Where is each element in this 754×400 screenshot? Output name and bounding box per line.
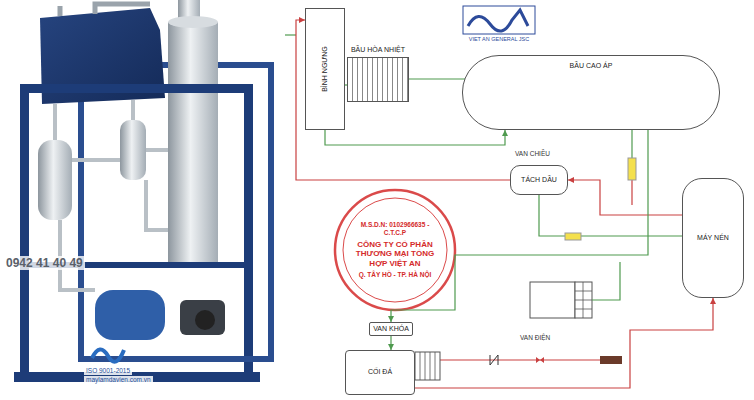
cylinder-cap (168, 16, 218, 28)
frame-post (268, 62, 274, 362)
pipe-line (631, 130, 632, 158)
logo-frame (463, 6, 535, 34)
stamp-text: CÔNG TY CỔ PHẦN THƯƠNG MẠI TỔNG HỢP VIỆT… (355, 240, 435, 269)
valve-symbol (536, 357, 544, 363)
component-name: VAN KHÓA (373, 325, 409, 333)
steel-cylinder (168, 22, 218, 267)
frame-post (20, 84, 29, 382)
component-name: TÁCH DẦU (521, 176, 557, 184)
stamp-ring (335, 190, 455, 310)
ice-drum: CỐI ĐÁ (345, 350, 415, 395)
pipe-line (631, 180, 632, 205)
pipe (60, 4, 150, 16)
frame-post (78, 62, 84, 362)
receiver-tank: BẦU CAO ÁP (462, 55, 720, 130)
component-name: BẦU HÒA NHIỆT (351, 46, 405, 54)
component-name: MÁY NÉN (697, 234, 729, 242)
pipe-line (592, 262, 620, 300)
shutoff-valve: VAN KHÓA (369, 322, 413, 336)
pipe-connector (568, 180, 682, 215)
cooling-fins (420, 352, 435, 380)
valve-label: VAN CHIỀU (515, 150, 550, 158)
drier-symbol (600, 356, 622, 364)
watermark-phone: 0942 41 40 49 (4, 256, 85, 270)
cooling-fins (415, 352, 440, 380)
pipe-line (285, 34, 296, 35)
pipe-line (406, 78, 465, 79)
pump (180, 300, 225, 335)
certificate-text: ISO 9001-2015 (84, 367, 132, 375)
filter-symbol (628, 158, 636, 180)
machine-photo (0, 0, 290, 400)
stamp-text: Q. TÂY HỒ - TP. HÀ NỘI (350, 271, 440, 279)
heat-exchanger: BẦU HÒA NHIỆT (347, 46, 409, 102)
condenser-tank: BÌNH NGƯNG (305, 8, 345, 130)
pipe-connector (325, 130, 505, 145)
valve-label: VAN ĐIỆN (520, 334, 550, 342)
pump-part (195, 310, 215, 330)
logo-mark (468, 10, 528, 31)
website-text: maylamdavien.com.vn (84, 376, 153, 384)
exchanger-body (347, 57, 409, 102)
steel-tank (120, 120, 146, 180)
blue-tank (95, 290, 165, 340)
exchanger-grid (575, 282, 592, 318)
frame-post (244, 84, 253, 382)
logo-text: VIET AN GENERAL JSC (458, 36, 540, 43)
compressor: MÁY NÉN (682, 178, 744, 298)
exchanger-box (530, 282, 575, 318)
steel-tank (38, 140, 72, 220)
check-valve-symbol (490, 355, 498, 365)
pipe-connector (391, 130, 648, 322)
component-name: CỐI ĐÁ (368, 368, 392, 376)
oil-separator: TÁCH DẦU (510, 165, 568, 195)
pipe-connector (415, 298, 713, 388)
stamp-ring (343, 198, 447, 302)
exchanger-grid (575, 282, 592, 318)
pipe-connector (390, 336, 391, 350)
filter-symbol (565, 233, 581, 240)
component-name: BẦU CAO ÁP (570, 62, 613, 70)
frame-beam (20, 84, 253, 93)
pipe-line (440, 359, 600, 360)
stamp-text: M.S.D.N: 0102966635 - C.T.C.P (350, 221, 440, 237)
logo-mark (92, 349, 124, 361)
component-name: BÌNH NGƯNG (321, 46, 329, 92)
